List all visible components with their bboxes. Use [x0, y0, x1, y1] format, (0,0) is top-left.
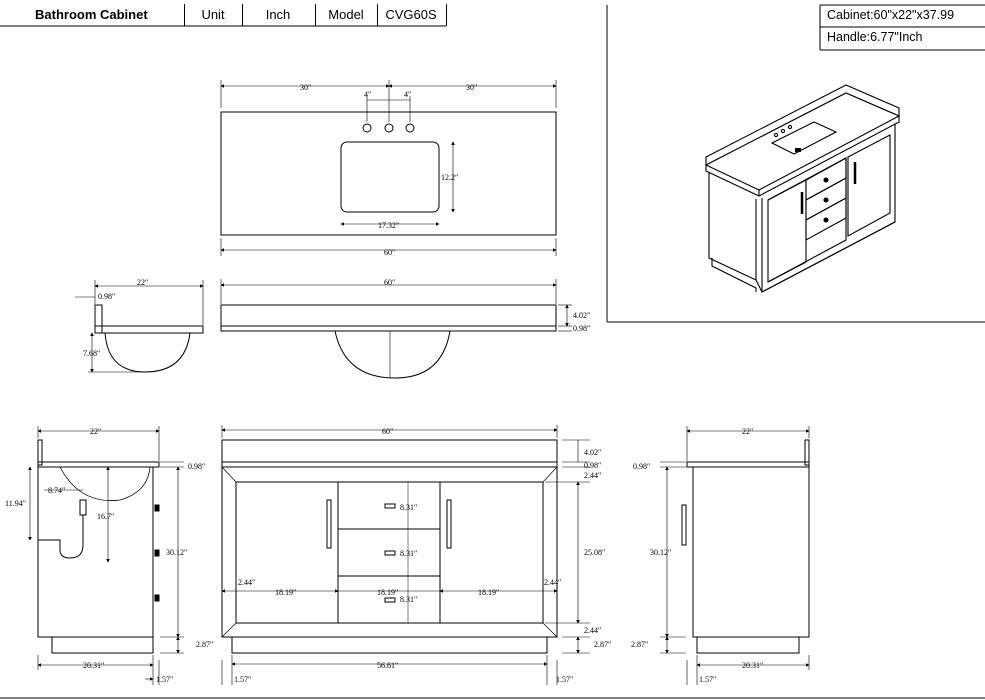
dim-front-door-right: 18.19″: [478, 588, 499, 597]
dim-front-drawer-width: 18.19″: [377, 588, 398, 597]
handle-spec: Handle:6.77"Inch: [827, 30, 923, 44]
dim-top-total: 60″: [384, 248, 395, 257]
dim-spread-right: 4″: [404, 90, 411, 99]
counter-front-view: [220, 279, 572, 379]
dim-front-recess-left: 1.57″: [234, 675, 251, 684]
dim-left-depth: 22″: [90, 427, 101, 436]
dim-front-base-width: 56.61″: [377, 661, 398, 670]
model-value: CVG60S: [385, 7, 437, 22]
dim-front-frame-left: 2.44″: [238, 578, 255, 587]
dim-left-top-lip: 0.98″: [188, 462, 205, 471]
dim-left-body-height: 30.12″: [166, 548, 187, 557]
dim-front-door-height: 25.08″: [584, 548, 605, 557]
dim-front-top-lip: 0.98″: [584, 461, 601, 470]
dim-front-width: 60″: [382, 427, 393, 436]
dim-front-door-left: 18.19″: [275, 588, 296, 597]
dim-front-toe-kick: 2.87″: [594, 640, 611, 649]
left-side-view: [28, 426, 184, 685]
dim-counter-depth: 22″: [137, 278, 148, 287]
dim-drain-offset: 8.74″: [48, 486, 65, 495]
sheet-title: Bathroom Cabinet: [35, 7, 148, 22]
model-label: Model: [328, 7, 364, 22]
dim-front-backsplash: 4.02″: [584, 448, 601, 457]
unit-value: Inch: [265, 7, 291, 22]
dim-left-base-depth: 20.31″: [83, 661, 104, 670]
dim-top-right-half: 30″: [466, 83, 477, 92]
dim-counter-lip: 0.98″: [98, 292, 115, 301]
dim-right-recess: 1.57″: [699, 675, 716, 684]
dim-spread-left: 4″: [364, 90, 371, 99]
dim-sink-width: 17.32″: [378, 221, 399, 230]
top-view: [220, 80, 557, 256]
counter-side-view: [75, 280, 204, 373]
right-side-view: [660, 426, 810, 685]
dim-front-recess-right: 1.57″: [556, 675, 573, 684]
header-divider: [377, 4, 378, 26]
isometric-view: [704, 84, 901, 293]
dim-left-toe-kick: 2.87″: [196, 640, 213, 649]
dim-drain-height: 11.94″: [5, 499, 26, 508]
dim-front-frame-top: 2.44″: [584, 471, 601, 480]
header-divider: [242, 4, 243, 26]
dim-sink-depth: 12.2″: [441, 173, 458, 182]
dim-front-drawer2: 8.31″: [400, 549, 417, 558]
front-view: [221, 425, 590, 685]
dim-front-frame-right: 2.44″: [544, 578, 561, 587]
unit-label: Unit: [201, 7, 225, 22]
dim-bowl-depth: 7.68″: [83, 349, 100, 358]
header-divider: [184, 4, 185, 26]
dim-front-drawer1: 8.31″: [400, 503, 417, 512]
dim-counter-front-lip: 0.98″: [573, 324, 590, 333]
dim-right-toe-kick: 2.87″: [631, 640, 648, 649]
header-divider: [446, 4, 447, 26]
dim-top-left-half: 30″: [300, 83, 311, 92]
dim-right-body-height: 30.12″: [650, 548, 671, 557]
dim-left-recess: 1.57″: [156, 675, 173, 684]
dim-trap-height: 16.7″: [97, 512, 114, 521]
header-divider: [315, 4, 316, 26]
dim-front-drawer3: 8.31″: [400, 595, 417, 604]
cabinet-spec: Cabinet:60"x22"x37.99: [827, 8, 955, 22]
dim-right-top-lip: 0.98″: [633, 462, 650, 471]
dim-right-base-depth: 20.31″: [742, 661, 763, 670]
dim-right-depth: 22″: [742, 427, 753, 436]
dim-counter-thickness: 4.02″: [573, 311, 590, 320]
dim-counter-width: 60″: [384, 278, 395, 287]
dim-front-frame-bottom: 2.44″: [584, 626, 601, 635]
